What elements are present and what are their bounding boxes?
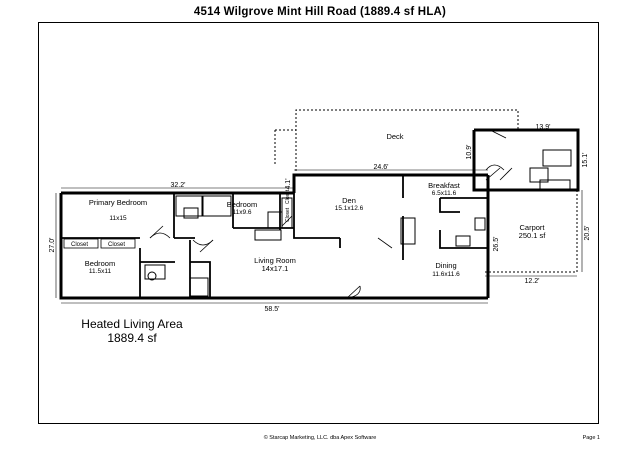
living-room-size: 14x17.1 [262,264,289,273]
dining-label: Dining [435,261,456,270]
closet-box-left [63,238,99,249]
dim-dining-side: 26.5' [493,237,500,252]
den-label: Den [342,196,356,205]
living-room-label: Living Room [254,256,296,265]
exterior-walls [59,128,580,300]
primary-bedroom-size: 11x15 [109,215,127,222]
dimension-ticks [55,169,583,304]
bedroom-mid-size: 11x9.6 [232,209,251,216]
closet-labels: Closet Closet Closet Closet [63,189,291,249]
dim-carport-depth: 20.5' [584,226,591,241]
den-size: 15.1x12.6 [335,205,364,212]
closet-label-v2: Closet [285,189,291,204]
interior-walls [61,175,488,298]
heated-area-label: Heated Living Area [81,317,183,331]
dim-den-top: 24.6' [374,164,389,171]
bedroom-left-size: 11.5x11 [89,268,112,275]
carport-label: Carport [519,223,545,232]
bedroom-mid-label: Bedroom [227,200,257,209]
dim-bottom-overall: 58.5' [265,306,280,313]
closet-box-right [100,238,136,249]
deck-outline [274,109,519,171]
dim-laundry: 15.1' [582,153,589,168]
doors [149,129,513,299]
dim-den-step: 4.1' [285,178,292,189]
deck-label: Deck [386,132,403,141]
page-frame [38,22,599,424]
dim-carport-width: 12.2' [525,278,540,285]
dimension-labels: 32.2' 27.0' 58.5' 24.6' 4.1' 13.9' 10.9'… [49,124,591,313]
heated-area-value: 1889.4 sf [107,331,157,345]
closet-label-right: Closet [108,242,125,248]
dim-left-height: 27.0' [49,238,56,253]
breakfast-size: 6.5x11.6 [432,190,457,197]
primary-bedroom-label: Primary Bedroom [89,198,147,207]
page-title: 4514 Wilgrove Mint Hill Road (1889.4 sf … [193,6,447,18]
footer-copyright: © Starcap Marketing, LLC. dba Apex Softw… [263,435,377,441]
carport-size: 250.1 sf [519,231,547,240]
fixtures [144,149,572,297]
dim-deck-right: 13.9' [536,124,551,131]
bedroom-left-label: Bedroom [85,259,115,268]
dim-deck-height: 10.9' [466,145,473,160]
closet-label-v1: Closet [285,207,291,222]
footer-page-number: Page 1 [582,435,600,441]
room-labels: Deck Primary Bedroom 11x15 Bedroom 11x9.… [85,132,546,278]
closet-label-left: Closet [71,242,88,248]
heated-area-summary: Heated Living Area 1889.4 sf [80,317,184,345]
dining-size: 11.6x11.6 [432,271,460,278]
breakfast-label: Breakfast [428,181,461,190]
dim-top-bedrooms: 32.2' [171,182,186,189]
